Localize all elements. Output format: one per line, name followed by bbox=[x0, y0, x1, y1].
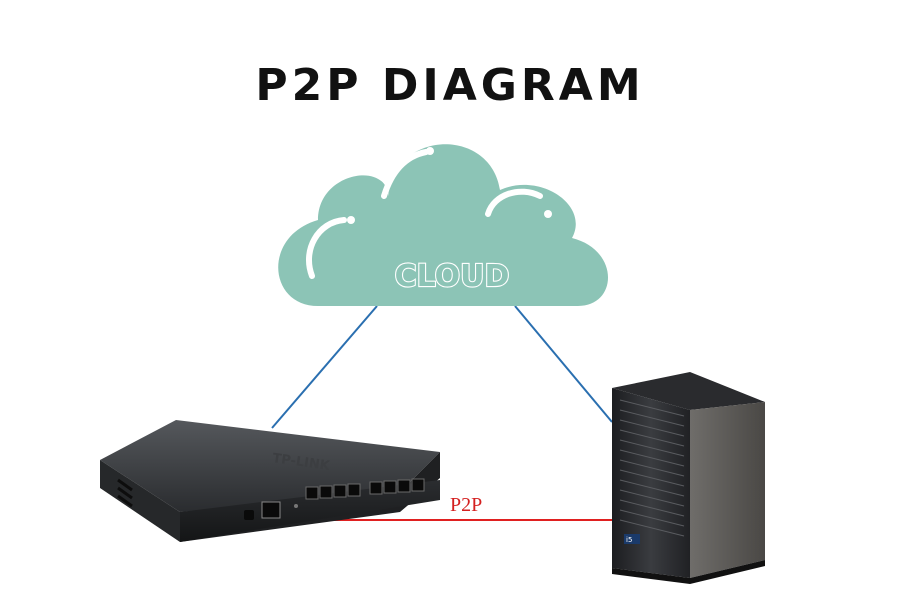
server-badge: i5 bbox=[626, 536, 632, 544]
server-badge-icon bbox=[624, 534, 640, 544]
link-gateway-cloud bbox=[271, 305, 378, 429]
cloud-label: CLOUD bbox=[395, 259, 510, 294]
diagram-title: P2P DIAGRAM bbox=[255, 60, 645, 111]
p2p-label: P2P bbox=[450, 494, 482, 516]
link-server-cloud bbox=[514, 305, 613, 423]
voip-gateway-device: TP-LINK bbox=[100, 420, 440, 542]
cloud-icon: CLOUD bbox=[278, 144, 609, 306]
server-tower: i5 bbox=[612, 372, 765, 584]
